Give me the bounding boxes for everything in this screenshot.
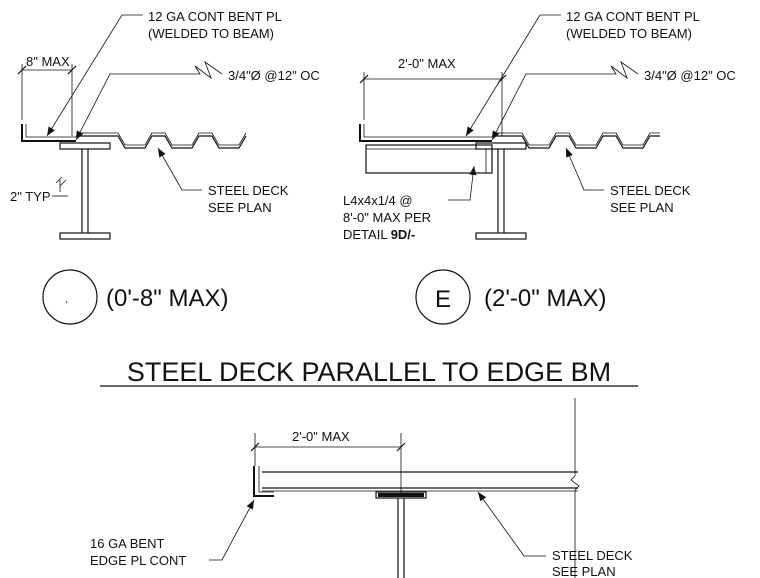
detail-b-angle-line3: DETAIL 9D/- [343, 227, 415, 242]
detail-a-deck-callout: STEEL DECK SEE PLAN [157, 147, 289, 215]
detail-c-beam [375, 491, 427, 578]
detail-b-angle [365, 144, 493, 174]
detail-c: 2'-0" MAX 16 GA BENT EDGE PL [90, 398, 633, 578]
detail-a-steel-deck [76, 132, 247, 149]
detail-a-dimension: 8" MAX [17, 54, 77, 136]
detail-b-studs-text: 3/4"Ø @12" OC [644, 68, 736, 83]
section-title: STEEL DECK PARALLEL TO EDGE BM [127, 357, 611, 387]
detail-b-studs-callout: 3/4"Ø @12" OC [491, 60, 736, 141]
detail-a-bent-plate-callout: 12 GA CONT BENT PL (WELDED TO BEAM) [46, 9, 282, 137]
detail-a-typ-text: 2" TYP [10, 189, 51, 204]
detail-c-deck-line1: STEEL DECK [552, 548, 633, 563]
detail-a-bent-plate-line2: (WELDED TO BEAM) [148, 26, 274, 41]
detail-c-dimension: 2'-0" MAX [250, 429, 406, 494]
detail-a-studs-callout: 3/4"Ø @12" OC [75, 60, 320, 141]
detail-c-edge-plate-callout: 16 GA BENT EDGE PL CONT [90, 499, 255, 568]
detail-c-dim-text: 2'-0" MAX [292, 429, 350, 444]
detail-b-angle-callout: L4x4x1/4 @ 8'-0" MAX PER DETAIL 9D/- [343, 165, 477, 242]
detail-a: 8" MAX 12 GA CONT BENT PL (WELDED TO BEA… [10, 9, 320, 325]
detail-b-bubble [415, 269, 471, 325]
detail-a-bent-plate-line1: 12 GA CONT BENT PL [148, 9, 282, 24]
detail-b-angle-detail-prefix: DETAIL [343, 227, 391, 242]
detail-b-beam [475, 142, 527, 240]
detail-a-bent-plate [21, 124, 76, 142]
detail-a-deck-line1: STEEL DECK [208, 183, 289, 198]
detail-b-bubble-text: E [435, 286, 451, 313]
detail-c-deck-line2: SEE PLAN [552, 564, 616, 578]
detail-b-caption: (2'-0" MAX) [484, 285, 606, 312]
detail-b-bent-plate [359, 124, 492, 142]
detail-b-angle-line1: L4x4x1/4 @ [343, 193, 413, 208]
detail-b-dimension: 2'-0" MAX [359, 56, 507, 136]
detail-a-dim-text: 8" MAX [26, 54, 70, 69]
detail-a-caption: (0'-8" MAX) [106, 285, 228, 312]
detail-b-dim-text: 2'-0" MAX [398, 56, 456, 71]
detail-a-typ-callout: 2" TYP [10, 176, 68, 204]
detail-b-bent-plate-callout: 12 GA CONT BENT PL (WELDED TO BEAM) [465, 9, 700, 137]
detail-a-studs-text: 3/4"Ø @12" OC [228, 68, 320, 83]
detail-b-bent-plate-line2: (WELDED TO BEAM) [566, 26, 692, 41]
detail-c-break-line [570, 398, 580, 578]
detail-c-edge-plate [253, 466, 274, 497]
detail-b-angle-detail-ref: 9D/- [391, 227, 416, 242]
detail-c-steel-deck [262, 471, 578, 492]
detail-b-bent-plate-line1: 12 GA CONT BENT PL [566, 9, 700, 24]
detail-a-deck-line2: SEE PLAN [208, 200, 272, 215]
detail-b-angle-line2: 8'-0" MAX PER [343, 210, 431, 225]
detail-a-bubble [42, 269, 98, 325]
detail-b-deck-line1: STEEL DECK [610, 183, 691, 198]
detail-c-edge-plate-line1: 16 GA BENT [90, 536, 164, 551]
detail-c-edge-plate-line2: EDGE PL CONT [90, 553, 186, 568]
detail-c-deck-callout: STEEL DECK SEE PLAN [477, 491, 633, 578]
detail-b: 2'-0" MAX 12 GA CONT BENT PL (WELDED TO … [343, 9, 736, 325]
detail-b-deck-callout: STEEL DECK SEE PLAN [565, 147, 691, 215]
detail-b-steel-deck [492, 132, 660, 149]
detail-a-beam [59, 142, 111, 240]
detail-b-deck-line2: SEE PLAN [610, 200, 674, 215]
